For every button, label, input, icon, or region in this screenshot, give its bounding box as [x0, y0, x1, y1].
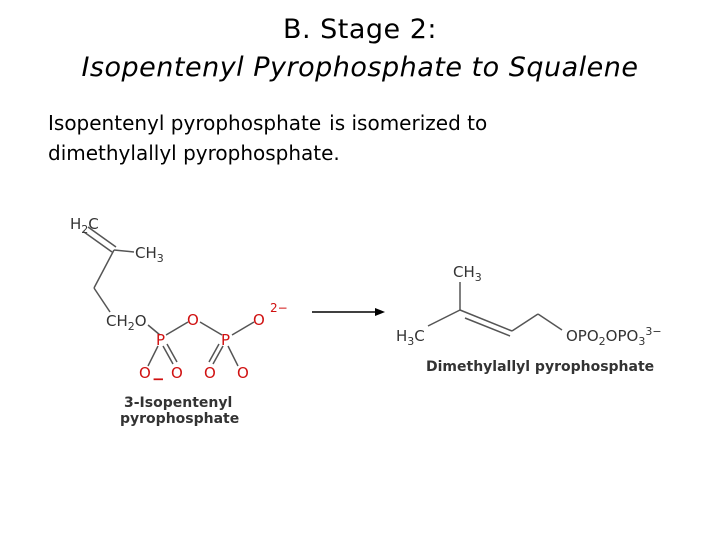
bridging-oxygen: O [187, 311, 199, 329]
charge-2minus: 2− [270, 301, 288, 315]
reactant-name-line1: 3-Isopentenyl [124, 395, 232, 411]
oxygen-lower-2: O [171, 364, 183, 382]
oxygen-lower-4: O [237, 364, 249, 382]
slide-title-line1: B. Stage 2: [282, 14, 438, 45]
product-h3c-label: H3C [396, 327, 425, 348]
reactant-bonds [83, 226, 255, 367]
oxygen-lower-1: O [139, 364, 151, 382]
text-part2: is isomerized to [329, 111, 488, 135]
reactant-ch2o-label: CH2O [106, 312, 147, 333]
text-part1: Isopentenyl pyrophosphate [48, 111, 322, 135]
reactant-ch3-label: CH3 [135, 244, 164, 265]
reactant-name-line2: pyrophosphate [120, 411, 239, 427]
phosphorus-2: P [221, 331, 230, 349]
text-part3: dimethylallyl pyrophosphate. [48, 141, 340, 165]
reactant-h2c-label: H2C [70, 215, 99, 236]
terminal-oxygen: O [253, 311, 265, 329]
minus-charge: − [152, 370, 165, 388]
product-bonds [427, 282, 563, 337]
slide-title-line2: Isopentenyl Pyrophosphate to Squalene [81, 52, 639, 83]
product-opo-label: OPO2OPO33− [566, 325, 662, 348]
reaction-arrow [312, 308, 385, 316]
description-text: Isopentenyl pyrophosphate is isomerized t… [48, 108, 688, 168]
phosphorus-1: P [156, 331, 165, 349]
oxygen-lower-3: O [204, 364, 216, 382]
product-name: Dimethylallyl pyrophosphate [426, 359, 654, 375]
product-ch3-label: CH3 [453, 263, 482, 284]
